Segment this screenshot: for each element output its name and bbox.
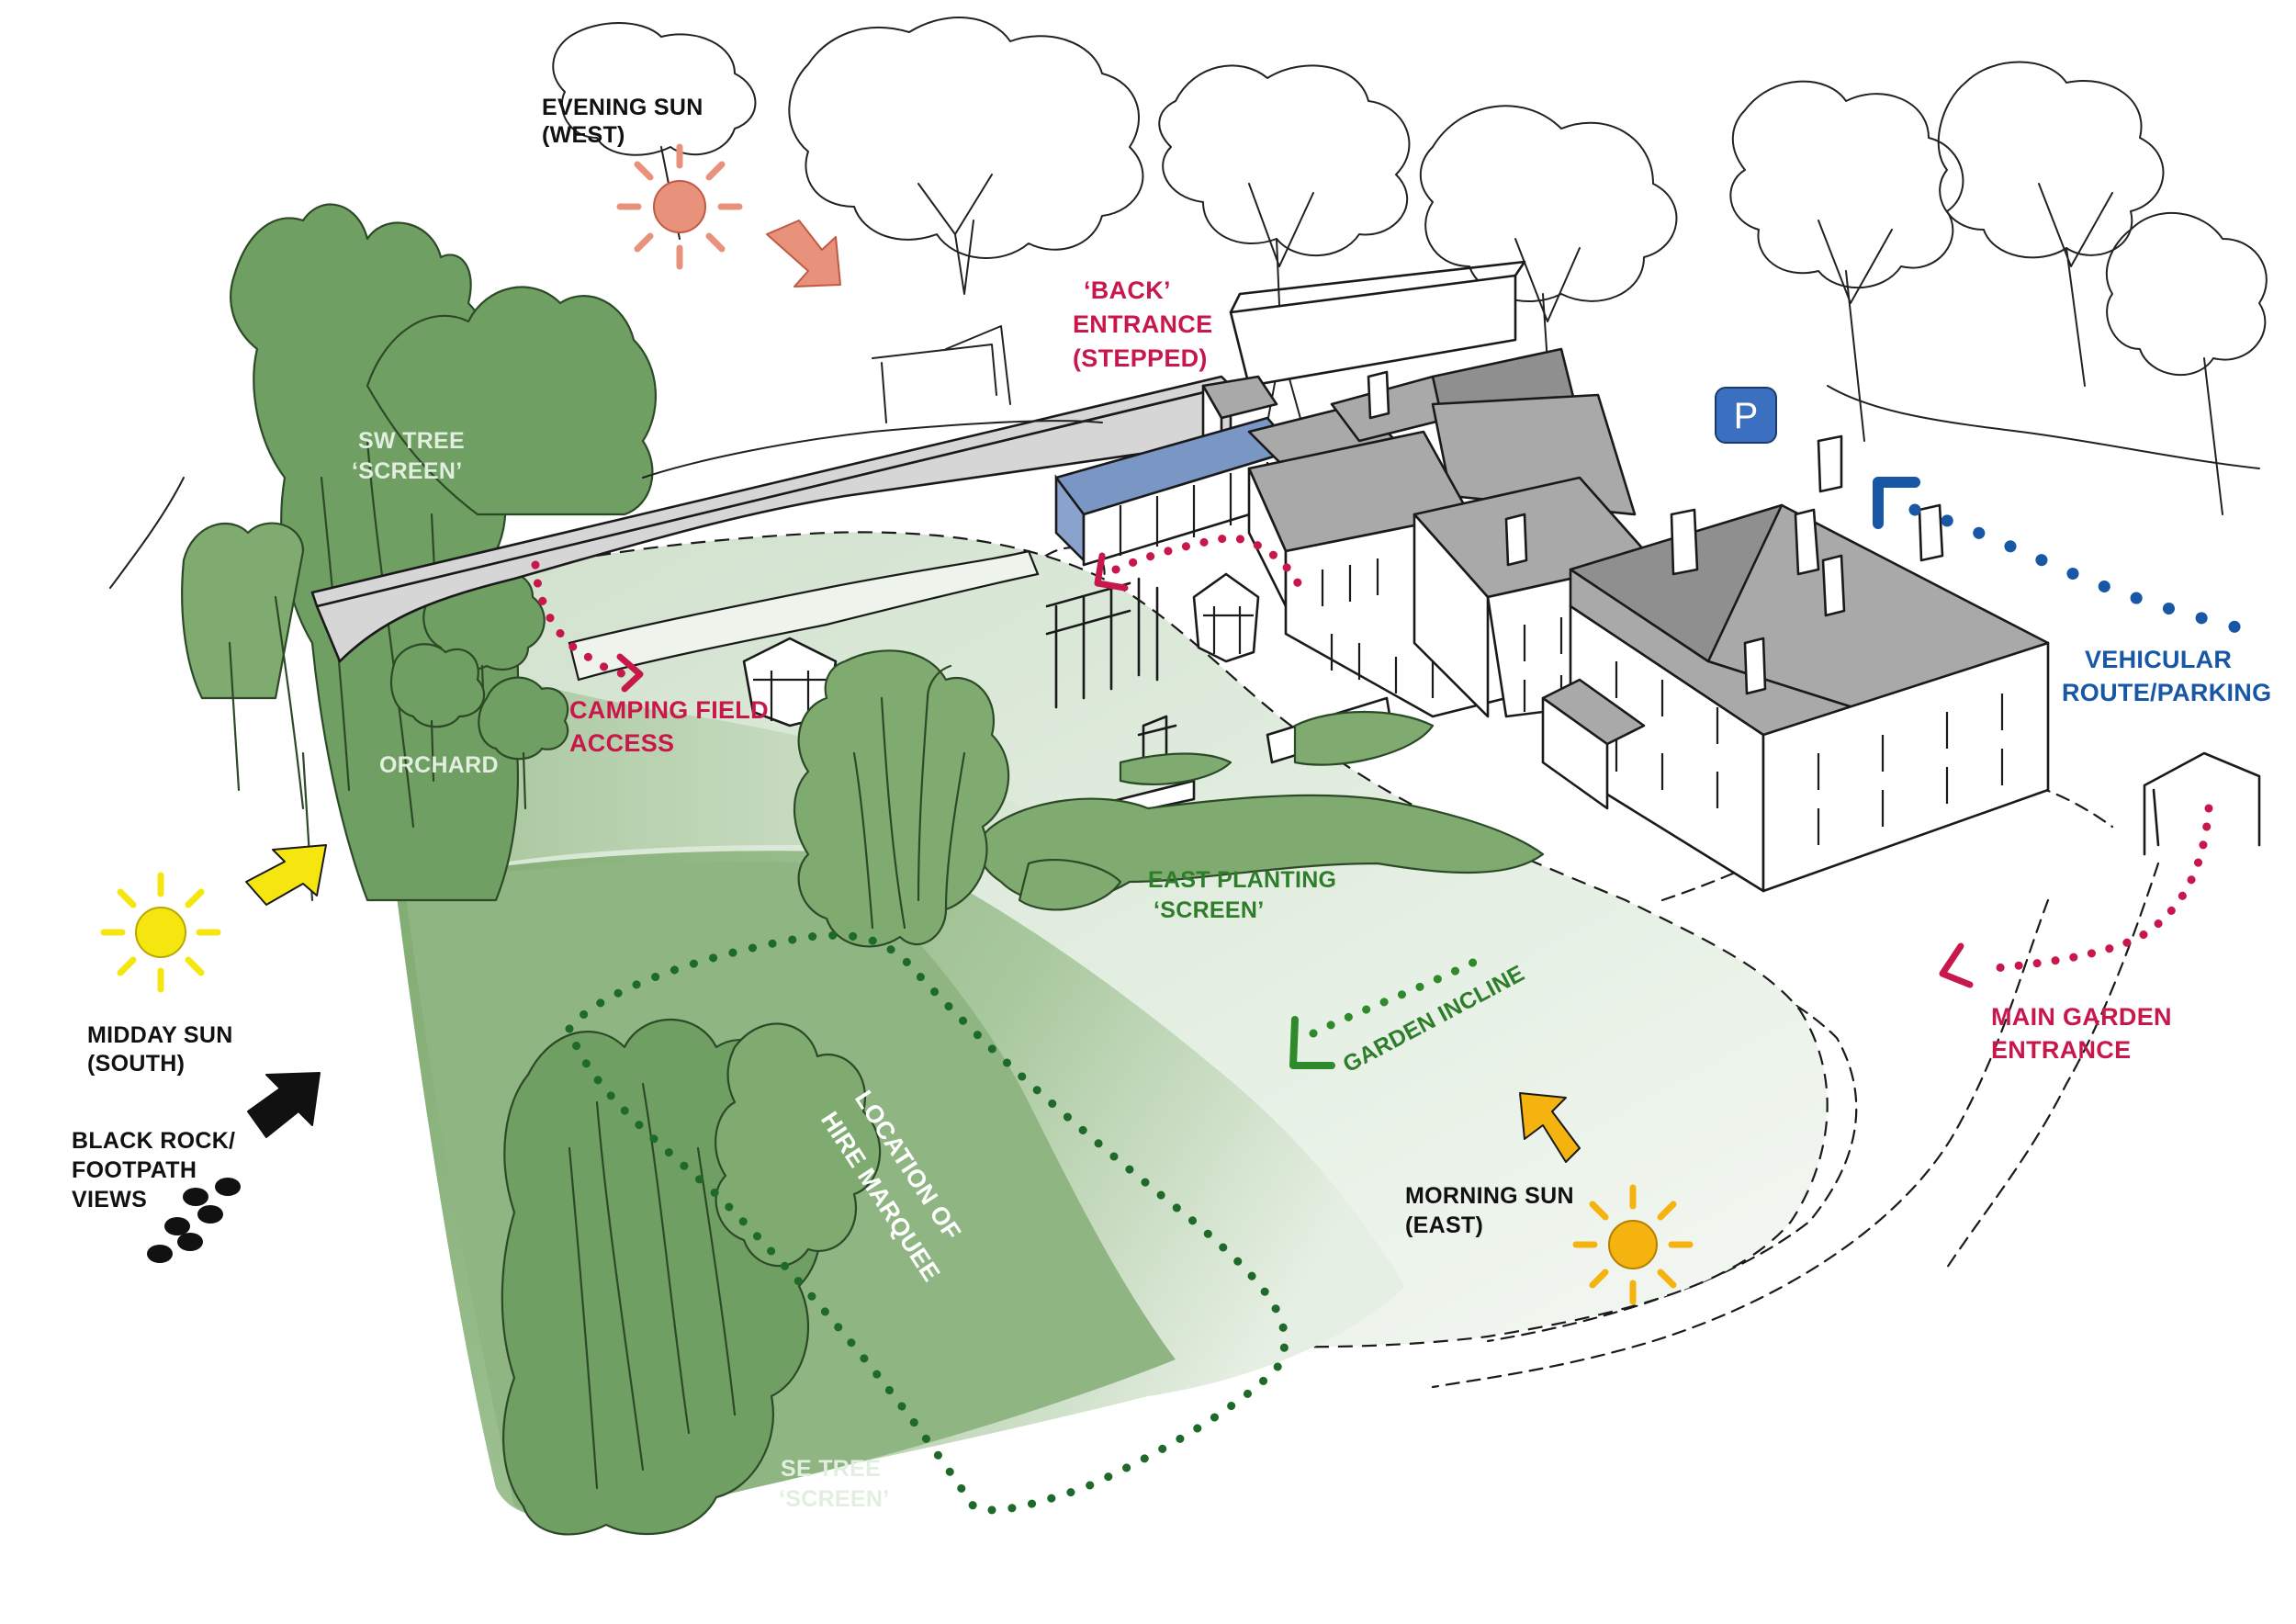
vehicular-route-arrowhead xyxy=(1873,477,1920,529)
main-garden-entrance-arrowhead xyxy=(1939,942,1974,988)
label-camping-line1: CAMPING FIELD xyxy=(569,696,769,724)
label-se-tree-line1: SE TREE xyxy=(781,1456,881,1482)
label-black-rock-line1: BLACK ROCK/ xyxy=(72,1128,235,1154)
label-evening-sun: EVENING SUN (WEST) xyxy=(542,95,703,148)
back-entrance-route xyxy=(1111,533,1309,602)
evening-sun-arrow-icon xyxy=(766,220,841,288)
label-morning-sun: MORNING SUN (EAST) xyxy=(1405,1183,1574,1238)
label-camping-line2: ACCESS xyxy=(569,729,674,757)
parking-sign-label: P xyxy=(1734,396,1759,436)
label-black-rock: BLACK ROCK/ FOOTPATH VIEWS xyxy=(72,1128,235,1212)
willow-tree xyxy=(793,649,1010,948)
marquee-boundary xyxy=(564,930,1289,1515)
footprints-icon xyxy=(147,1178,241,1263)
label-east-planting-line2: ‘SCREEN’ xyxy=(1154,897,1264,923)
label-midday-sun-line2: (SOUTH) xyxy=(87,1051,185,1077)
main-garden-entrance-arch xyxy=(2143,751,2261,856)
label-vehicular-line1: VEHICULAR xyxy=(2085,646,2232,673)
label-morning-sun-line1: MORNING SUN xyxy=(1405,1183,1574,1209)
evening-sun-icon xyxy=(616,143,743,270)
morning-sun-arrow-icon xyxy=(1519,1092,1581,1163)
camping-field-access-route xyxy=(531,560,638,680)
label-evening-sun-line2: (WEST) xyxy=(542,122,625,148)
label-morning-sun-line2: (EAST) xyxy=(1405,1212,1483,1238)
label-back-entrance: ‘BACK’ ENTRANCE (STEPPED) xyxy=(1073,276,1212,372)
label-back-entrance-line2: ENTRANCE xyxy=(1073,310,1212,338)
label-vehicular: VEHICULAR ROUTE/PARKING xyxy=(2062,646,2271,706)
garden-incline-route xyxy=(1309,951,1492,1038)
main-garden-entrance-route xyxy=(1979,804,2213,974)
label-back-entrance-line1: ‘BACK’ xyxy=(1084,276,1171,304)
label-back-entrance-line3: (STEPPED) xyxy=(1073,344,1208,372)
label-main-garden: MAIN GARDEN ENTRANCE xyxy=(1991,1003,2172,1064)
background-tree-sketches xyxy=(109,17,2268,589)
label-evening-sun-line1: EVENING SUN xyxy=(542,95,703,120)
camping-field-access-arrowhead xyxy=(616,653,644,693)
label-camping: CAMPING FIELD ACCESS xyxy=(569,696,769,757)
label-orchard: ORCHARD xyxy=(379,752,499,778)
label-midday-sun: MIDDAY SUN (SOUTH) xyxy=(87,1022,233,1077)
morning-sun-icon xyxy=(1572,1184,1694,1305)
garden-wall xyxy=(310,325,1232,663)
label-main-garden-line2: ENTRANCE xyxy=(1991,1036,2131,1064)
label-sw-tree-line1: SW TREE xyxy=(358,428,465,454)
label-se-tree-line2: ‘SCREEN’ xyxy=(779,1486,889,1512)
parking-sign-icon: P xyxy=(1715,387,1777,444)
east-planting-screen xyxy=(978,794,1545,911)
garden-structures xyxy=(742,572,1435,824)
label-main-garden-line1: MAIN GARDEN xyxy=(1991,1003,2172,1031)
back-entrance-arrowhead xyxy=(1094,552,1129,592)
label-east-planting-line1: EAST PLANTING xyxy=(1148,867,1336,893)
label-black-rock-line3: VIEWS xyxy=(72,1187,147,1212)
label-sw-tree-line2: ‘SCREEN’ xyxy=(352,458,462,484)
label-vehicular-line2: ROUTE/PARKING xyxy=(2062,679,2271,706)
garden-incline-arrowhead xyxy=(1289,1016,1335,1069)
orchard-trees xyxy=(390,570,569,810)
camping-path xyxy=(568,549,1040,682)
buildings xyxy=(1054,260,2050,893)
label-black-rock-line2: FOOTPATH xyxy=(72,1157,197,1183)
vehicular-route xyxy=(1908,503,2270,640)
se-tree-screen xyxy=(501,1019,882,1536)
label-midday-sun-line1: MIDDAY SUN xyxy=(87,1022,233,1048)
black-rock-arrow-icon xyxy=(247,1072,321,1138)
label-east-planting: EAST PLANTING ‘SCREEN’ xyxy=(1148,867,1336,923)
label-se-tree: SE TREE ‘SCREEN’ xyxy=(779,1456,889,1512)
midday-sun-icon xyxy=(100,872,221,993)
label-sw-tree: SW TREE ‘SCREEN’ xyxy=(352,428,465,484)
midday-sun-arrow-icon xyxy=(245,844,327,906)
